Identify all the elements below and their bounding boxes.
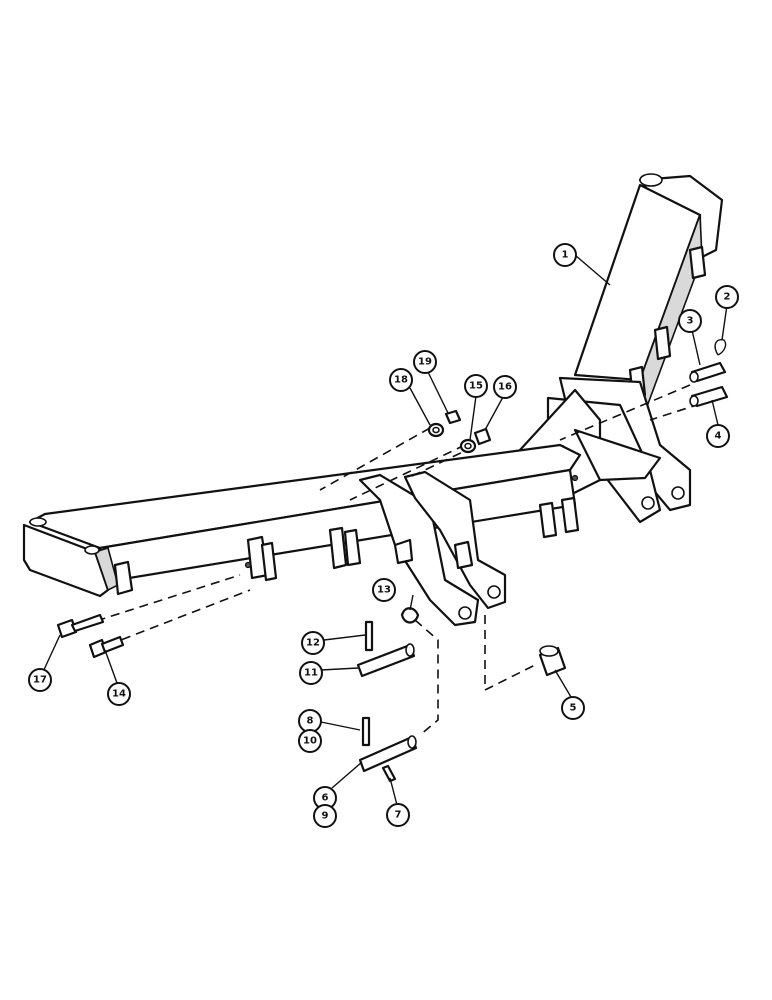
svg-text:7: 7 (395, 810, 402, 821)
svg-text:5: 5 (570, 703, 577, 714)
svg-text:3: 3 (687, 316, 694, 327)
bolts (56, 613, 125, 659)
callouts: 1 2 3 4 5 6 7 8 9 10 11 12 13 14 15 16 1… (28, 243, 739, 828)
callout-12: 12 (301, 631, 325, 655)
callout-18: 18 (389, 368, 413, 392)
callout-9: 9 (313, 804, 337, 828)
callout-4: 4 (706, 424, 730, 448)
callout-15: 15 (464, 374, 488, 398)
callout-13: 13 (372, 578, 396, 602)
svg-text:10: 10 (303, 736, 317, 747)
nuts-washers (427, 409, 492, 454)
leader-lines (41, 254, 728, 806)
spacer-bushing (538, 645, 567, 677)
svg-text:19: 19 (418, 357, 432, 368)
callout-17: 17 (28, 668, 52, 692)
callout-1: 1 (553, 243, 577, 267)
svg-text:2: 2 (724, 292, 731, 303)
hitch-pins (689, 338, 729, 408)
callout-5: 5 (561, 696, 585, 720)
svg-text:9: 9 (322, 811, 329, 822)
svg-text:6: 6 (322, 793, 329, 804)
callout-19: 19 (413, 350, 437, 374)
hanger-plates (358, 470, 507, 627)
svg-text:12: 12 (306, 638, 320, 649)
callout-7: 7 (386, 803, 410, 827)
svg-text:4: 4 (715, 431, 722, 442)
svg-text:11: 11 (304, 668, 318, 679)
callout-2: 2 (715, 285, 739, 309)
callout-16: 16 (493, 375, 517, 399)
svg-text:8: 8 (307, 716, 314, 727)
svg-text:13: 13 (377, 585, 391, 596)
lower-pins (356, 607, 420, 783)
svg-text:14: 14 (112, 689, 126, 700)
svg-text:15: 15 (469, 381, 483, 392)
callout-11: 11 (299, 661, 323, 685)
svg-text:16: 16 (498, 382, 512, 393)
svg-text:17: 17 (33, 675, 47, 686)
svg-text:18: 18 (394, 375, 408, 386)
callout-3: 3 (678, 309, 702, 333)
callout-8: 8 (298, 709, 322, 733)
callout-14: 14 (107, 682, 131, 706)
callout-10: 10 (298, 729, 322, 753)
svg-text:1: 1 (562, 250, 569, 261)
